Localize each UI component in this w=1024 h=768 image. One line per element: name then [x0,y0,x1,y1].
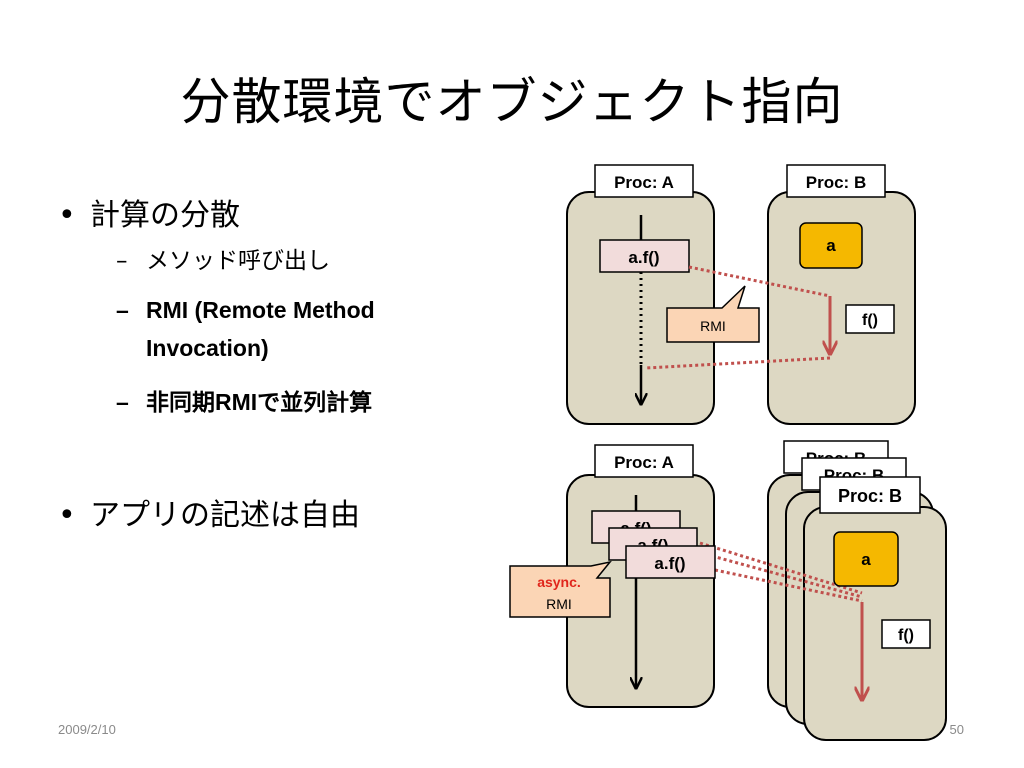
async-call-label: a.f() [654,554,685,573]
object-a-label: a [861,550,871,569]
sub-bullet-text: 非同期RMIで並列計算 [146,389,373,415]
proc-a-label: Proc: A [614,453,674,472]
proc-b-label-box [786,164,886,198]
proc-b-label: Proc: B [806,173,866,192]
proc-a-label-box [594,164,694,198]
sub-bullet-text-continued: Invocation) [146,335,269,361]
sub-bullet-text: メソッド呼び出し [146,248,330,274]
proc-a-label-box [594,444,694,478]
footer-date: 2009/2/10 [58,722,116,737]
bullet-item: • 計算の分散 [58,190,240,234]
bullet-dot: • [58,498,76,533]
method-f-label: f() [898,627,914,644]
slide-title: 分散環境でオブジェクト指向 [180,73,844,131]
async-rmi-line [714,568,863,603]
rmi-return-line [645,356,831,370]
page-number: 50 [949,722,964,737]
sub-bullet-item: –非同期RMIで並列計算 [116,385,372,419]
proc-a-label: Proc: A [614,173,674,192]
bullet-text: アプリの記述は自由 [90,498,360,533]
async-rmi-callout [509,560,612,618]
object-a [799,222,863,269]
method-call-label: a.f() [628,248,659,267]
rmi-callout [666,285,760,343]
method-f-box [845,304,895,334]
sub-bullet-dash: – [116,248,128,274]
async-callout-line1: async. [537,574,581,590]
top-scenario: Proc: A Proc: B a.f() a f() RMI [566,164,916,425]
rmi-callout-label: RMI [700,318,726,334]
bottom-scenario: Proc: B Proc: B Proc: B Proc: A a.f() a.… [509,440,947,741]
sub-bullet-text: RMI (Remote Method [146,297,375,323]
sub-bullet-dash: – [116,297,129,323]
method-f-label: f() [862,312,878,329]
object-a-label: a [826,236,836,255]
bullet-item: • アプリの記述は自由 [58,490,360,534]
sub-bullet-dash: – [116,389,129,415]
bullet-text: 計算の分散 [90,198,240,233]
bullet-dot: • [58,198,76,233]
async-callout-line2: RMI [546,596,572,612]
sub-bullet-item: –RMI (Remote Method [116,293,375,327]
proc-b-label-box [819,476,921,514]
async-rmi-line [699,541,863,595]
method-call-box [599,239,690,273]
object-a [833,531,899,587]
proc-b-label: Proc: B [838,486,902,506]
method-f-box [881,619,931,649]
async-call-box [625,545,716,579]
sub-bullet-item: –メソッド呼び出し [116,244,330,278]
async-rmi-line [711,554,863,599]
